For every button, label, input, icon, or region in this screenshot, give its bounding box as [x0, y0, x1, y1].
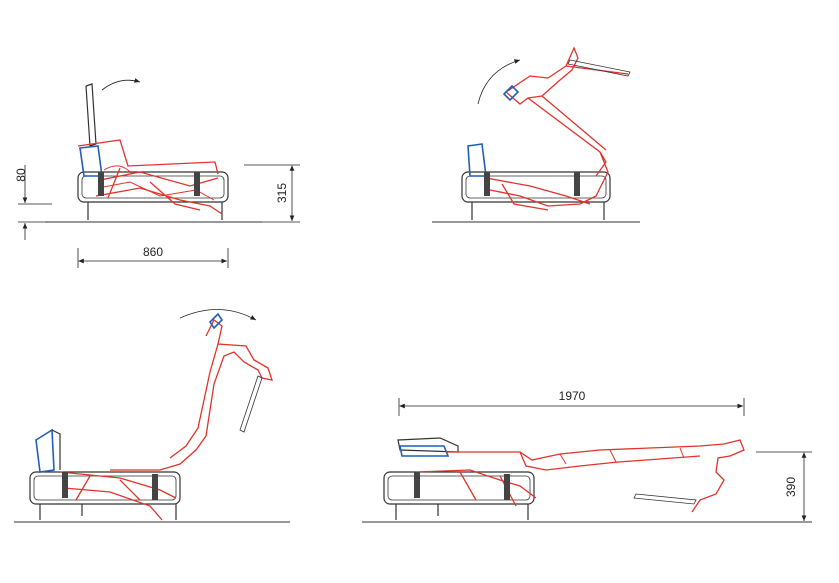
sofa-base-frame [383, 471, 535, 505]
stage-opening [432, 46, 640, 223]
mechanism-linkage [415, 439, 745, 513]
seat-front-edge [467, 143, 487, 177]
dim-leg-height: 80 [14, 168, 28, 182]
bracket-left [98, 172, 104, 196]
stage-raising [14, 309, 290, 523]
sofa-base-frame [29, 471, 181, 505]
mechanism-linkage [59, 319, 273, 521]
backrest [85, 83, 97, 147]
seat-front-edge [35, 428, 55, 473]
stage-unfolded: 1970 390 [362, 389, 812, 523]
sofa-base-frame [77, 171, 229, 203]
dim-height-unfolded: 390 [784, 477, 798, 497]
stage-folded: 80 315 860 [14, 78, 300, 268]
seat-front-edge [399, 445, 450, 457]
rotation-arrow [179, 309, 257, 321]
rotation-arrow [101, 78, 141, 91]
dim-depth-folded: 860 [143, 245, 163, 259]
bracket-right [194, 172, 200, 196]
dim-length-unfolded: 1970 [559, 389, 586, 403]
head-cushion [397, 437, 459, 453]
mechanism-linkage [485, 46, 629, 211]
mechanism-linkage [77, 139, 223, 215]
dim-seat-height: 315 [275, 183, 289, 203]
rotation-arrow [477, 59, 521, 105]
